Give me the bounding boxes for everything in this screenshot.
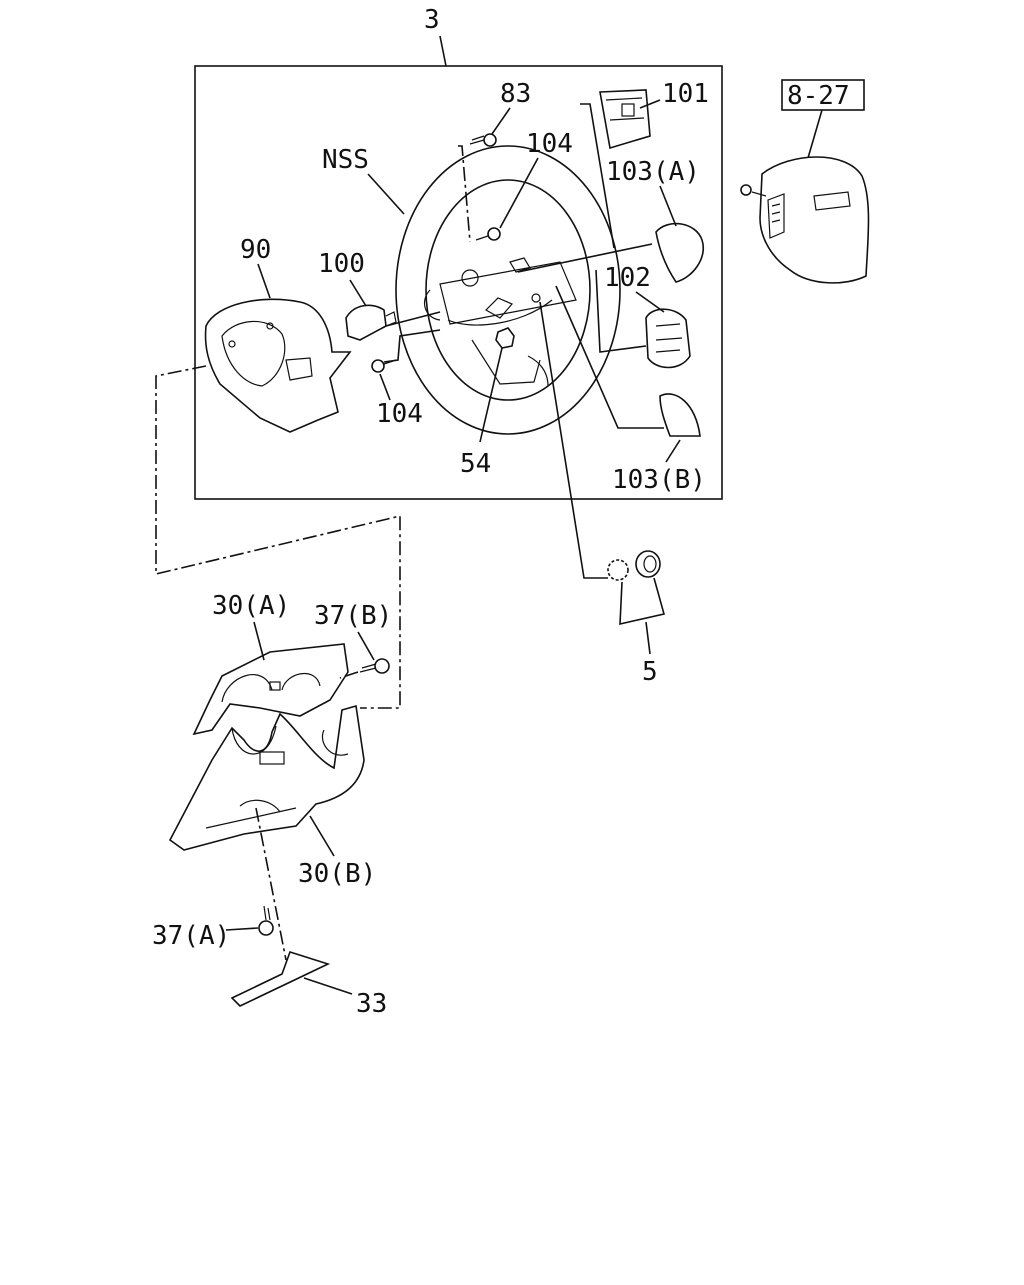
label-103b: 103(B) [612, 465, 706, 495]
label-103a: 103(A) [606, 157, 700, 187]
label-30a: 30(A) [212, 591, 290, 621]
switch-101-part [599, 89, 651, 150]
screw-83-part [469, 133, 497, 147]
clip-5-part [607, 550, 661, 581]
leader-54 [479, 347, 503, 443]
label-33: 33 [356, 989, 387, 1019]
label-100: 100 [318, 249, 365, 279]
leader-assembly [439, 35, 447, 67]
nut-54-part [495, 327, 515, 349]
line-102 [595, 269, 647, 353]
leader-30a [253, 621, 265, 661]
leader-104-top [499, 157, 539, 229]
label-5: 5 [642, 657, 658, 687]
screw-37a-part [258, 905, 274, 936]
label-104-top: 104 [526, 129, 573, 159]
cover-90-part [204, 298, 352, 433]
leader-ref [807, 109, 823, 159]
label-assembly: 3 [424, 5, 440, 35]
label-104-bottom: 104 [376, 399, 423, 429]
switch-102-part [645, 308, 691, 369]
leader-nss [367, 173, 405, 215]
line-101 [580, 103, 615, 249]
leader-30b [309, 815, 335, 857]
label-37b: 37(B) [314, 601, 392, 631]
label-ref: 8-27 [787, 81, 850, 111]
leader-37a [225, 927, 259, 931]
screw-104-top-part [475, 227, 501, 241]
line-100 [385, 311, 441, 327]
label-37a: 37(A) [152, 921, 230, 951]
screw-37b-part [359, 658, 390, 674]
leader-104-bottom [379, 373, 391, 401]
line-103b [555, 285, 664, 429]
connector-100-part [345, 304, 397, 341]
line-104-bottom [383, 329, 441, 363]
leader-101 [639, 99, 661, 109]
dash-37b [339, 671, 359, 679]
plate-33-part [230, 951, 331, 1007]
line-103a [517, 243, 653, 273]
label-nss: NSS [322, 145, 369, 175]
leader-102 [635, 291, 665, 313]
leader-100 [349, 279, 367, 307]
leader-83 [491, 107, 511, 135]
leader-33 [303, 977, 353, 995]
steering-wheel-part [395, 145, 621, 435]
leader-103a [659, 185, 677, 227]
label-83: 83 [500, 79, 531, 109]
cover-103a-part [655, 222, 705, 283]
label-102: 102 [604, 263, 651, 293]
leader-90 [257, 263, 271, 299]
leader-37b [357, 631, 375, 661]
column-cover-30b-part [168, 704, 365, 851]
leader-5b [645, 621, 651, 655]
label-90: 90 [240, 235, 271, 265]
airbag-module-part [740, 156, 870, 284]
ref-box [781, 79, 865, 111]
label-30b: 30(B) [298, 859, 376, 889]
label-54: 54 [460, 449, 491, 479]
assembly-frame [194, 65, 723, 500]
line-5 [539, 301, 608, 579]
dash-37a [255, 807, 287, 961]
leader-103b [665, 439, 681, 463]
leader-5 [619, 577, 665, 626]
cover-103b-part [659, 393, 701, 437]
column-cover-30a-part [192, 643, 349, 736]
label-101: 101 [662, 79, 709, 109]
dash-83 [458, 145, 471, 243]
